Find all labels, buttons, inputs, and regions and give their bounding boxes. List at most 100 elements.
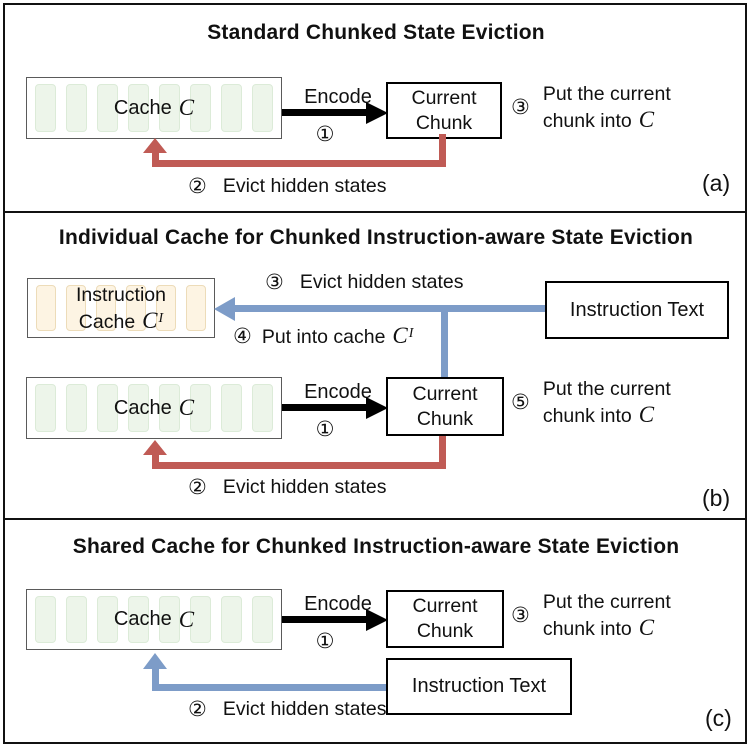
cache-slot [156, 285, 176, 331]
evict-arrow-horizontal [153, 462, 446, 469]
panel-b-label: (b) [702, 485, 731, 511]
panel-divider-a-b [3, 211, 747, 213]
cache-slot [159, 384, 180, 432]
cache-slot [190, 84, 211, 132]
instruction-arrow-up-segment [152, 668, 159, 691]
cache-slot [96, 285, 116, 331]
panel-divider-b-c [3, 518, 747, 520]
cache-slot [221, 596, 242, 643]
evict-arrow-horizontal [153, 160, 446, 167]
cache-slot [221, 384, 242, 432]
step-4-badge: ④ [233, 323, 252, 348]
evict-arrow-up-segment [152, 151, 159, 167]
step-2-badge: ② [188, 174, 207, 198]
instruction-cache-slot-row [36, 285, 206, 331]
outer-border [3, 3, 747, 744]
evict-instruction-note: ③ Evict hidden states [265, 270, 464, 294]
cache-slot [35, 596, 56, 643]
cache-symbol: C [178, 606, 195, 632]
panel-a-title: Standard Chunked State Eviction [207, 21, 545, 44]
evict-arrow-up-segment [152, 453, 159, 469]
cache-slot [159, 596, 180, 643]
cache-slot-row [35, 384, 273, 432]
encode-arrow-head [366, 609, 388, 631]
cache-slot [190, 384, 211, 432]
encode-arrow-shaft [282, 616, 368, 623]
evict-note: ② Evict hidden states [188, 475, 387, 499]
cache-symbol: C [638, 402, 655, 427]
step-1-badge: ① [315, 629, 335, 653]
instruction-arrow-head [214, 297, 235, 321]
instruction-arrow-horizontal [233, 305, 547, 312]
cache-slot [36, 285, 56, 331]
cache-slot [252, 384, 273, 432]
step-1-badge: ① [315, 417, 335, 441]
step-1-badge: ① [315, 122, 335, 146]
step-2-badge: ② [188, 475, 207, 499]
cache-slot [66, 596, 87, 643]
cache-slot [66, 84, 87, 132]
cache-slot [252, 596, 273, 643]
cache-slot-row [35, 84, 273, 132]
current-chunk-box: Current Chunk [386, 82, 502, 139]
encode-label: Encode [304, 86, 372, 108]
cache-slot [128, 84, 149, 132]
panel-b-title: Individual Cache for Chunked Instruction… [58, 226, 694, 249]
encode-label: Encode [304, 593, 372, 615]
instruction-arrow-branch-down [441, 305, 448, 378]
step-3-badge: ③ [511, 603, 530, 627]
cache-slot [128, 384, 149, 432]
evict-arrow-head [143, 138, 167, 153]
instruction-text-box: Instruction Text [545, 281, 729, 339]
evict-note: ② Evict hidden states [188, 697, 387, 721]
cache-slot [66, 285, 86, 331]
cache-symbol: C [178, 395, 195, 420]
encode-label: Encode [304, 381, 372, 403]
evict-arrow-down-segment [439, 436, 446, 469]
encode-arrow-shaft [282, 109, 368, 116]
encode-arrow-head [366, 397, 388, 419]
cache-slot [97, 84, 118, 132]
evict-arrow-down-segment [439, 134, 446, 167]
step-2-badge: ② [188, 697, 207, 721]
instruction-arrow-horizontal [153, 684, 386, 691]
cache-slot [221, 84, 242, 132]
panel-c: Shared Cache for Chunked Instruction-awa… [5, 520, 747, 744]
cache-symbol: C [178, 95, 195, 120]
cache-slot [35, 384, 56, 432]
panel-b: Individual Cache for Chunked Instruction… [5, 213, 747, 518]
panel-a-label: (a) [702, 170, 731, 196]
cache-slot [35, 84, 56, 132]
cache-slot [128, 596, 149, 643]
instruction-cache-symbol: CI [142, 307, 164, 333]
cache-slot [97, 596, 118, 643]
cache-slot [97, 384, 118, 432]
instruction-text-box: Instruction Text [386, 658, 572, 715]
panel-c-title: Shared Cache for Chunked Instruction-awa… [72, 535, 680, 558]
evict-arrow-head [143, 440, 167, 455]
encode-arrow-head [366, 102, 388, 124]
current-chunk-box: Current Chunk [386, 590, 504, 648]
cache-slot [186, 285, 206, 331]
panel-c-label: (c) [705, 705, 732, 731]
cache-slot [159, 84, 180, 132]
instruction-arrow-head [143, 653, 167, 669]
cache-symbol: C [638, 615, 655, 640]
current-chunk-box: Current Chunk [386, 377, 504, 436]
evict-note: ② Evict hidden states [188, 174, 387, 198]
cache-slot [252, 84, 273, 132]
cache-slot [190, 596, 211, 643]
cache-slot-row [35, 596, 273, 643]
